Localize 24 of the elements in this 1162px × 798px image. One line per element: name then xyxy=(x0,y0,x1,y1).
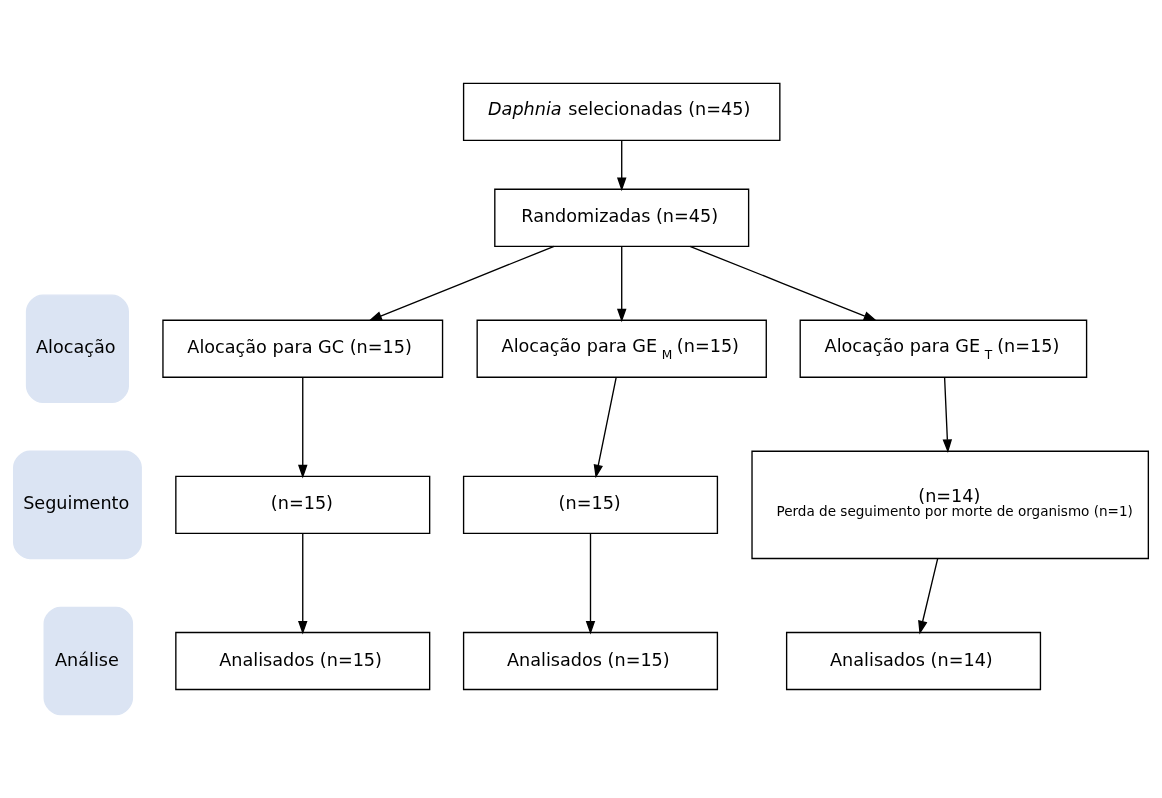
arrow xyxy=(918,557,939,635)
node-box: (n=14) Perda de seguimento por morte de organismo (n=1) xyxy=(751,450,1150,560)
arrow xyxy=(942,376,953,453)
arrow xyxy=(616,245,627,323)
arrow xyxy=(689,245,878,322)
node-box: Alocação para GC (n=15) xyxy=(162,319,444,378)
node-box: Alocação xyxy=(25,294,129,404)
node-box: Analisados (n=15) xyxy=(462,631,719,691)
arrow xyxy=(298,532,308,635)
node-box: Analisados (n=14) xyxy=(785,631,1042,691)
node-box: (n=15) xyxy=(175,475,431,535)
arrow xyxy=(593,376,617,479)
node-box: Randomizadas (n=45) xyxy=(494,188,750,247)
arrow xyxy=(585,532,596,635)
node-box: Daphnia selecionadas (n=45) xyxy=(462,82,781,142)
arrow xyxy=(368,245,555,322)
node-box: Alocação para GE$_{T}$ (n=15) xyxy=(799,319,1088,378)
node-box: Análise xyxy=(43,606,134,716)
node-box: Analisados (n=15) xyxy=(175,631,431,691)
node-box: Alocação para GE$_{M}$ (n=15) xyxy=(476,319,767,378)
node-box: Seguimento xyxy=(12,450,142,560)
arrow xyxy=(616,140,627,192)
arrow xyxy=(298,376,308,479)
node-box: (n=15) xyxy=(462,475,719,535)
